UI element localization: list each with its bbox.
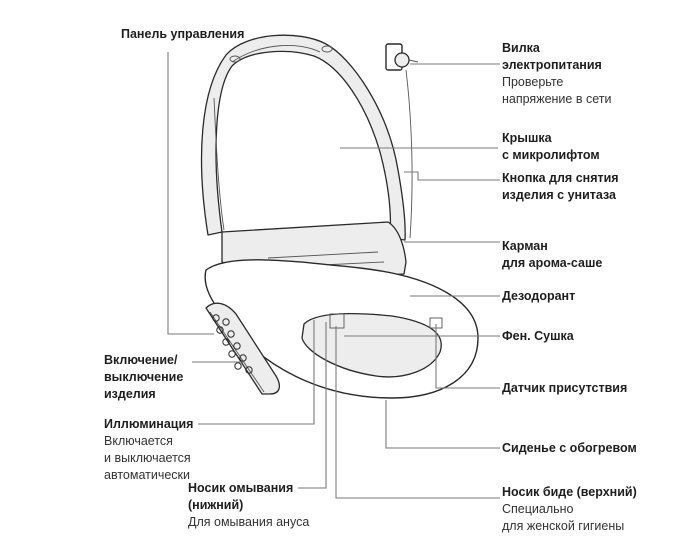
label-power-switch: Включение/ выключение изделия	[104, 353, 184, 401]
control-panel-drawing	[205, 302, 281, 395]
label-plug: Вилка электропитания Проверьте напряжени…	[502, 41, 612, 106]
label-lid: Крышка с микролифтом	[502, 131, 600, 162]
label-remove-button: Кнопка для снятия изделия с унитаза	[502, 171, 619, 202]
label-control-panel: Панель управления	[121, 27, 245, 41]
seat-ring-drawing	[204, 259, 479, 399]
label-heated-seat: Сиденье с обогревом	[502, 441, 637, 455]
label-dryer: Фен. Сушка	[502, 329, 574, 343]
label-wash-nozzle: Носик омывания (нижний) Для омывания ану…	[188, 481, 310, 529]
label-bidet-nozzle: Носик биде (верхний) Специально для женс…	[502, 485, 637, 533]
leader-lines	[167, 52, 500, 499]
label-aroma-pocket: Карман для арома-саше	[502, 239, 603, 270]
lid-drawing	[200, 34, 406, 241]
label-deodorant: Дезодорант	[502, 289, 576, 303]
label-presence-sensor: Датчик присутствия	[502, 381, 628, 395]
plug-drawing	[385, 43, 419, 239]
label-illumination: Иллюминация Включается и выключается авт…	[104, 417, 194, 482]
